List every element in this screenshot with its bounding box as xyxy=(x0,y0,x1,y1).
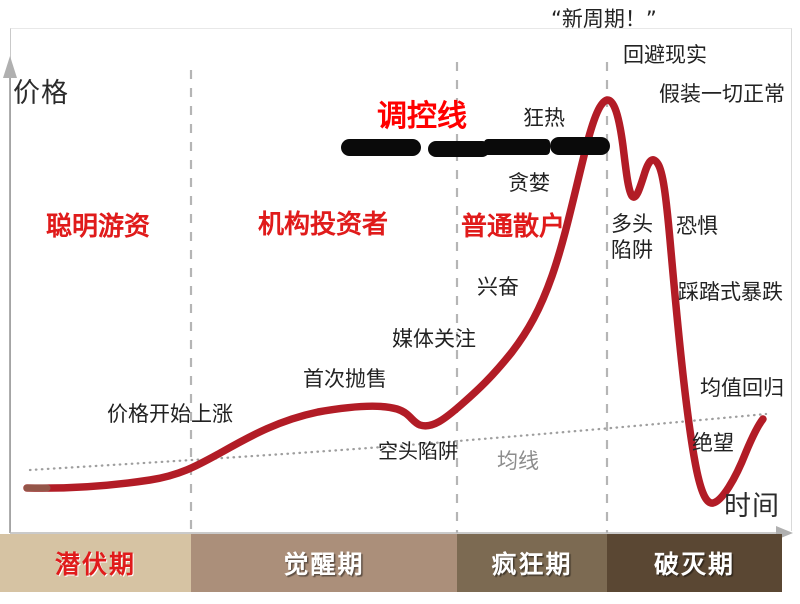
annotation-greed: 贪婪 xyxy=(508,171,550,195)
censor-bar-segment-2 xyxy=(428,141,490,157)
phase-segment-awakening[interactable]: 觉醒期 xyxy=(191,534,457,592)
censor-bar-segment-1 xyxy=(341,139,421,156)
censor-bar-segment-3 xyxy=(484,139,550,155)
annotation-first-selloff: 首次抛售 xyxy=(303,367,387,391)
phase-label-collapse: 破灭期 xyxy=(653,550,735,579)
phase-bar: 潜伏期 觉醒期 疯狂期 破灭期 xyxy=(0,534,782,592)
annotation-stampede-crash: 踩踏式暴跌 xyxy=(678,280,783,304)
annotation-bear-trap: 空头陷阱 xyxy=(378,439,458,463)
annotation-mania: 狂热 xyxy=(523,106,565,130)
phase-label-awakening: 觉醒期 xyxy=(283,550,365,579)
phase-segment-mania[interactable]: 疯狂期 xyxy=(457,534,607,592)
control-line-label: 调控线 xyxy=(377,99,467,134)
investor-group-retail: 普通散户 xyxy=(461,212,566,242)
x-axis-title: 时间 xyxy=(724,491,780,522)
annotation-bull-trap: 多头陷阱 xyxy=(611,212,653,263)
annotation-excitement: 兴奋 xyxy=(477,275,519,299)
phase-segment-collapse[interactable]: 破灭期 xyxy=(607,534,782,592)
phase-label-mania: 疯狂期 xyxy=(491,550,573,579)
phase-segment-latency[interactable]: 潜伏期 xyxy=(0,534,191,592)
y-axis-title: 价格 xyxy=(13,78,69,109)
phase-label-latency: 潜伏期 xyxy=(54,550,136,579)
annotation-fear: 恐惧 xyxy=(676,214,718,238)
annotation-new-cycle: “新周期！” xyxy=(551,7,657,31)
annotation-avoid-reality: 回避现实 xyxy=(623,43,707,67)
annotation-price-starts-rising: 价格开始上涨 xyxy=(107,402,233,426)
annotation-mean-reversion: 均值回归 xyxy=(700,376,784,400)
annotation-media-attention: 媒体关注 xyxy=(392,327,476,351)
investor-group-smart-money: 聪明游资 xyxy=(46,212,151,242)
censor-bar-segment-4 xyxy=(550,137,610,155)
annotation-despair: 绝望 xyxy=(692,431,734,455)
annotation-moving-average: 均线 xyxy=(497,449,539,473)
annotation-pretend-normal: 假装一切正常 xyxy=(659,82,785,106)
investor-group-institutions: 机构投资者 xyxy=(258,210,389,240)
